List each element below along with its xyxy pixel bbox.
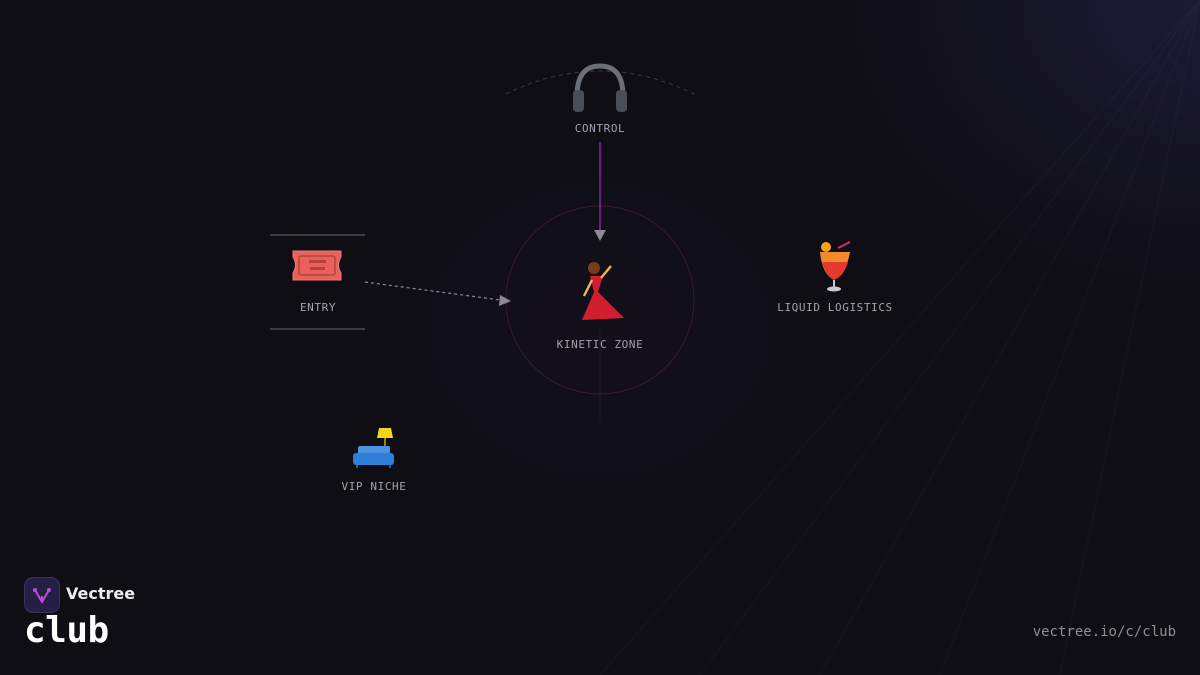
node-entry[interactable]: ENTRY xyxy=(300,297,336,314)
light-beams xyxy=(599,0,1200,675)
vectree-logo-icon xyxy=(24,577,60,613)
dancer-icon xyxy=(582,262,624,320)
headphones-icon xyxy=(573,63,627,112)
node-control[interactable]: CONTROL xyxy=(575,118,626,135)
brand-name: Vectree xyxy=(66,584,136,603)
page-url[interactable]: vectree.io/c/club xyxy=(1032,624,1176,640)
edge-entry-kinetic-arrow xyxy=(499,295,511,306)
cocktail-icon xyxy=(820,241,851,292)
edge-entry-kinetic xyxy=(364,281,501,301)
node-kinetic-zone[interactable]: KINETIC ZONE xyxy=(557,334,644,351)
control-arc xyxy=(505,70,695,95)
node-liquid-logistics[interactable]: LIQUID LOGISTICS xyxy=(777,297,893,314)
couch-lamp-icon xyxy=(353,428,394,468)
node-liquid-logistics-label: LIQUID LOGISTICS xyxy=(777,301,893,314)
page-title: club xyxy=(24,610,109,651)
ticket-icon xyxy=(292,250,342,281)
node-entry-label: ENTRY xyxy=(299,301,337,314)
node-kinetic-zone-label: KINETIC ZONE xyxy=(556,338,644,351)
edge-control-kinetic-arrow xyxy=(594,230,606,241)
node-vip-niche-label: VIP NICHE xyxy=(341,480,407,493)
node-control-label: CONTROL xyxy=(574,122,626,135)
node-vip-niche[interactable]: VIP NICHE xyxy=(341,476,406,493)
